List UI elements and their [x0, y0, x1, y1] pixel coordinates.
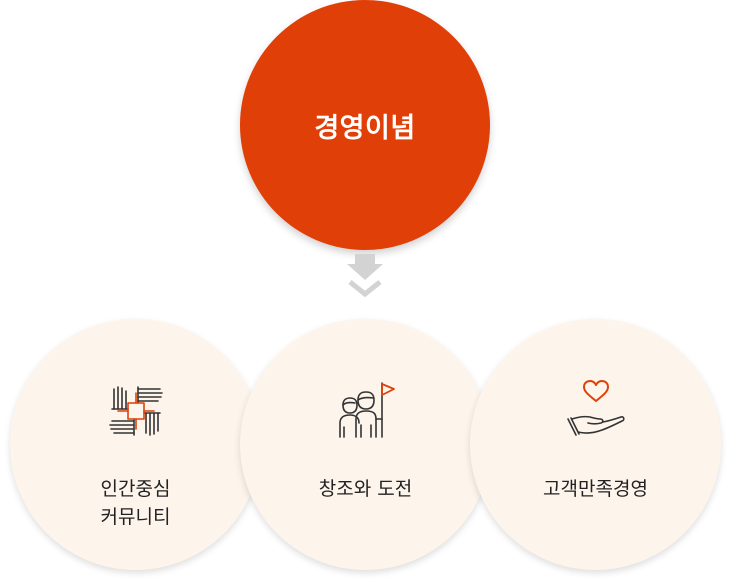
heart-in-hand-icon	[566, 380, 625, 436]
value-circle-customer: 고객만족경영	[470, 319, 721, 570]
main-title: 경영이념	[314, 112, 416, 144]
value-circle-community: 인간중심 커뮤니티	[10, 319, 261, 570]
joined-hands-icon	[108, 386, 163, 436]
double-chevron-down-icon	[347, 254, 383, 298]
main-circle: 경영이념	[240, 0, 490, 250]
value-label-community: 인간중심 커뮤니티	[100, 478, 171, 528]
value-label-customer: 고객만족경영	[543, 478, 648, 500]
people-with-flag-icon	[338, 382, 395, 438]
value-label-challenge: 창조와 도전	[318, 478, 413, 500]
value-circle-challenge: 창조와 도전	[240, 319, 491, 570]
